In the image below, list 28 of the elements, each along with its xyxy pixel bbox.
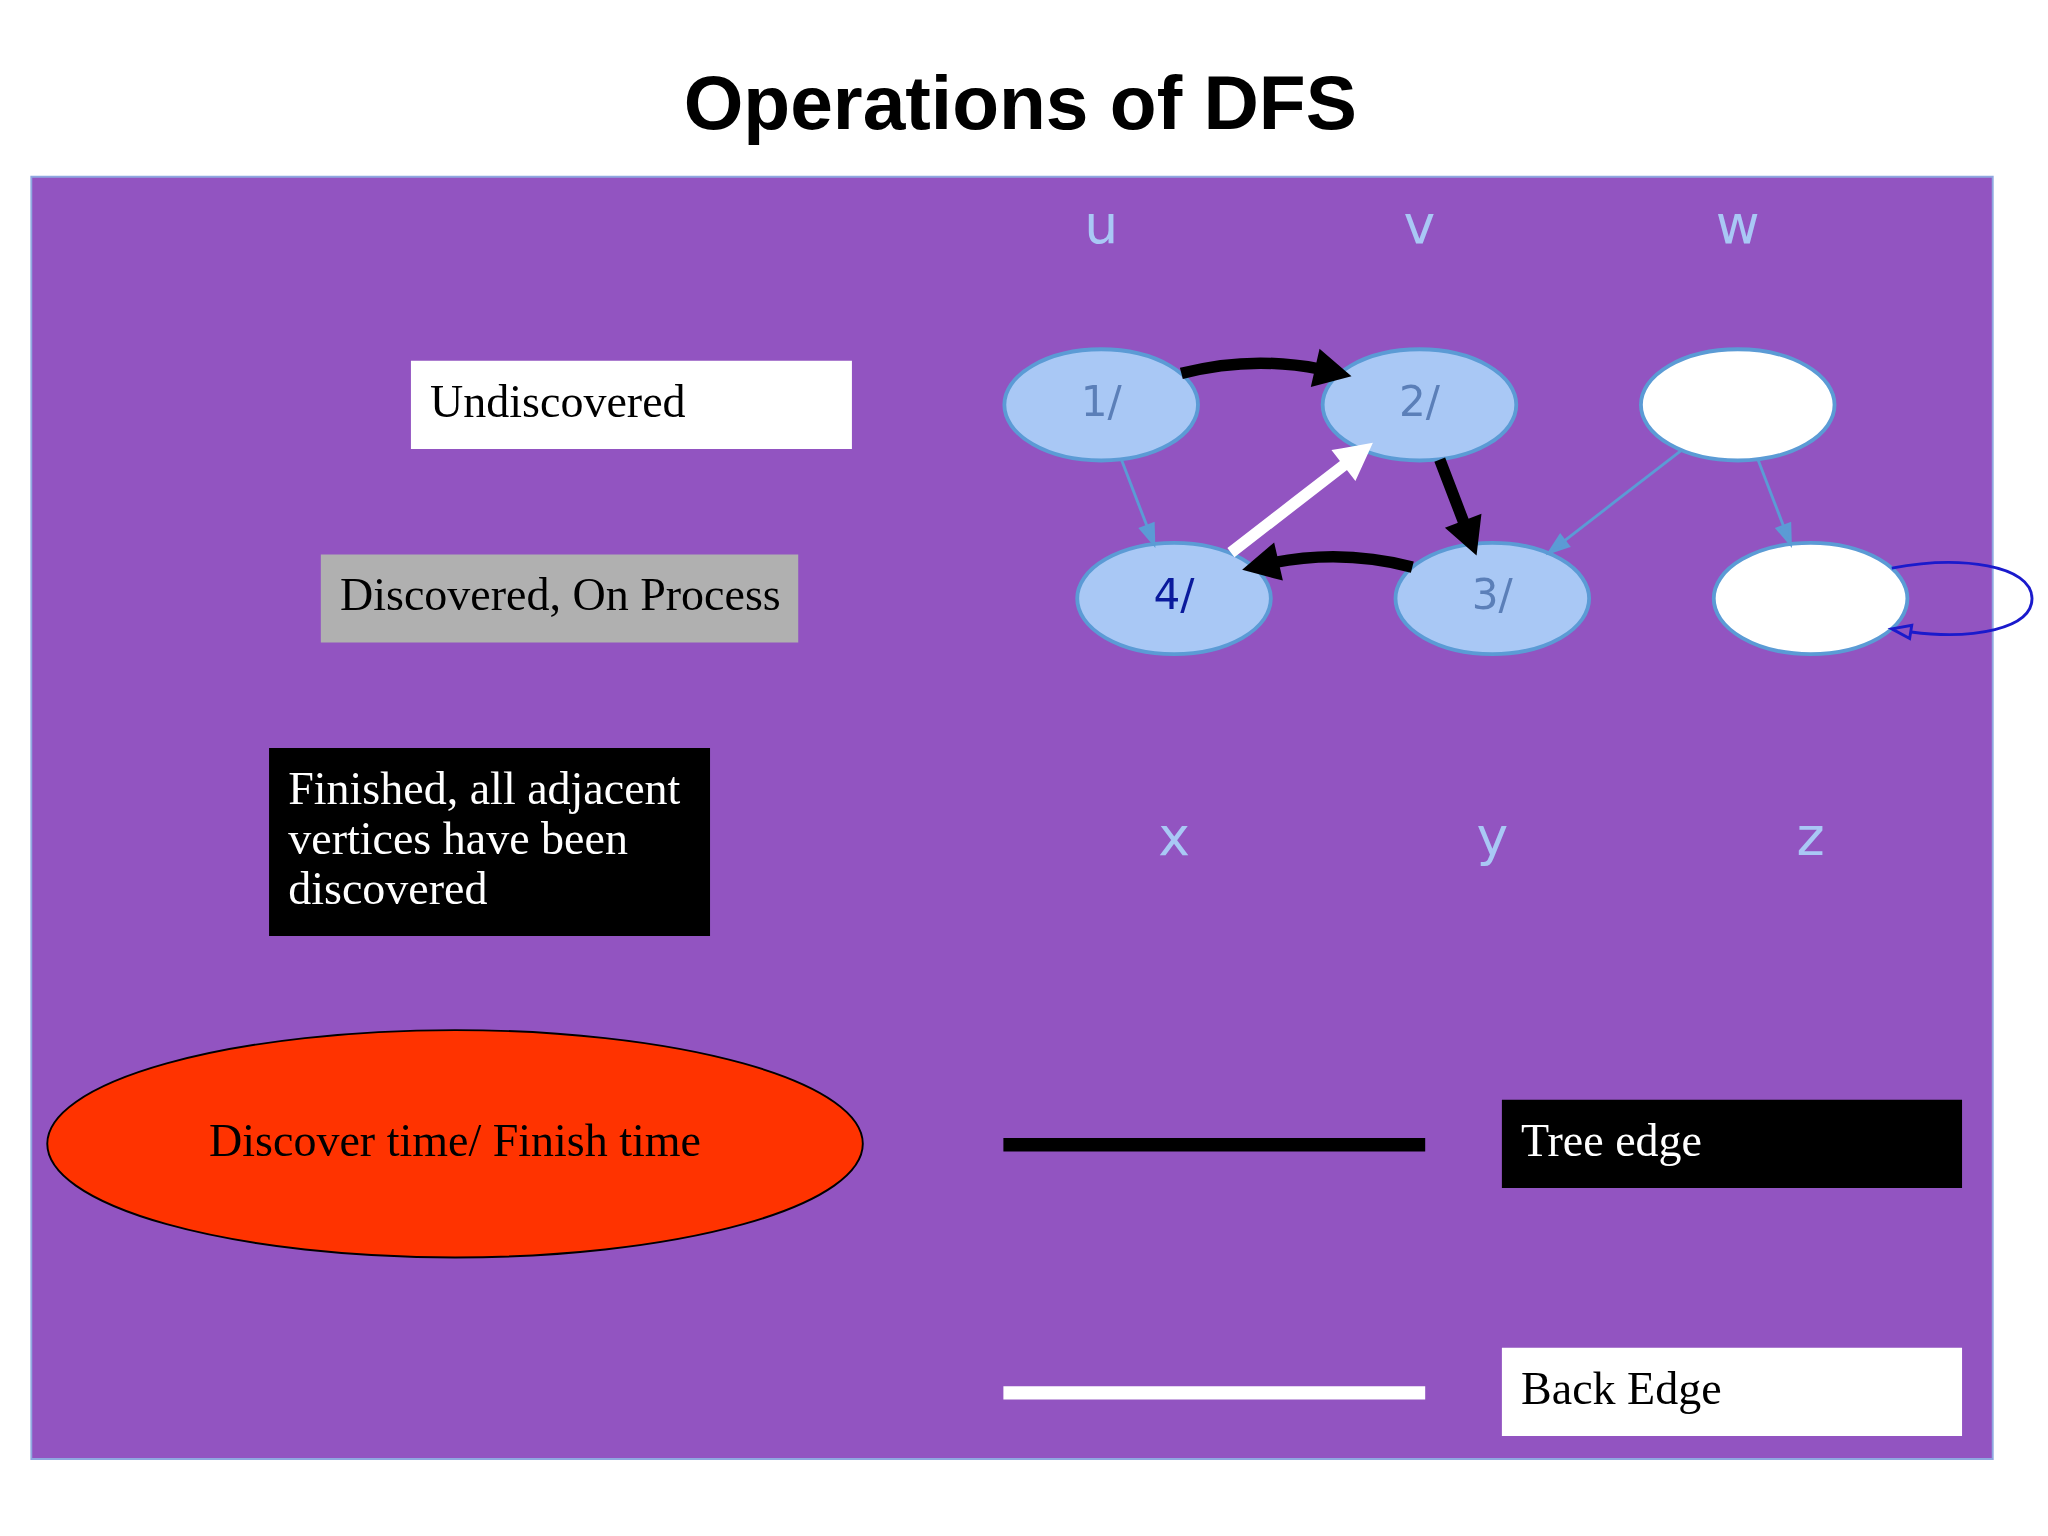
arrow: [1120, 459, 1156, 549]
node-label: x: [1158, 805, 1190, 869]
legend-label: Back Edge: [1521, 1362, 1722, 1414]
node-ellipse: 2/: [1320, 347, 1519, 463]
node-label: y: [1476, 805, 1509, 869]
node-ellipse: 3/: [1393, 541, 1592, 657]
node-label: u: [1084, 192, 1119, 256]
legend-label: Tree edge: [1521, 1114, 1703, 1166]
node-label: w: [1715, 192, 1760, 256]
legend-label: Discover time/ Finish time: [209, 1114, 701, 1166]
arrow: [1180, 348, 1352, 387]
arrow: [1227, 442, 1373, 558]
node-circle: [1711, 541, 1910, 657]
arrow: [1756, 459, 1792, 549]
node-label: v: [1403, 192, 1436, 256]
legend-label: Discovered, On Process: [340, 569, 781, 621]
legend-label: Undiscovered: [430, 375, 686, 427]
cluster: [30, 175, 1994, 1460]
node-label: z: [1796, 805, 1825, 869]
legend-label: Finished, all adjacent vertices have been discovered: [288, 763, 681, 914]
node-ellipse: 4/: [1075, 541, 1273, 657]
diagram-title: Operations of DFS: [683, 59, 1357, 145]
arrow: [1434, 457, 1482, 556]
arrow: [1887, 561, 2034, 641]
arrow: [1242, 542, 1414, 581]
arrow: [1545, 449, 1683, 556]
node-ellipse: 1/: [1002, 347, 1200, 463]
node-circle: [1639, 347, 1837, 463]
